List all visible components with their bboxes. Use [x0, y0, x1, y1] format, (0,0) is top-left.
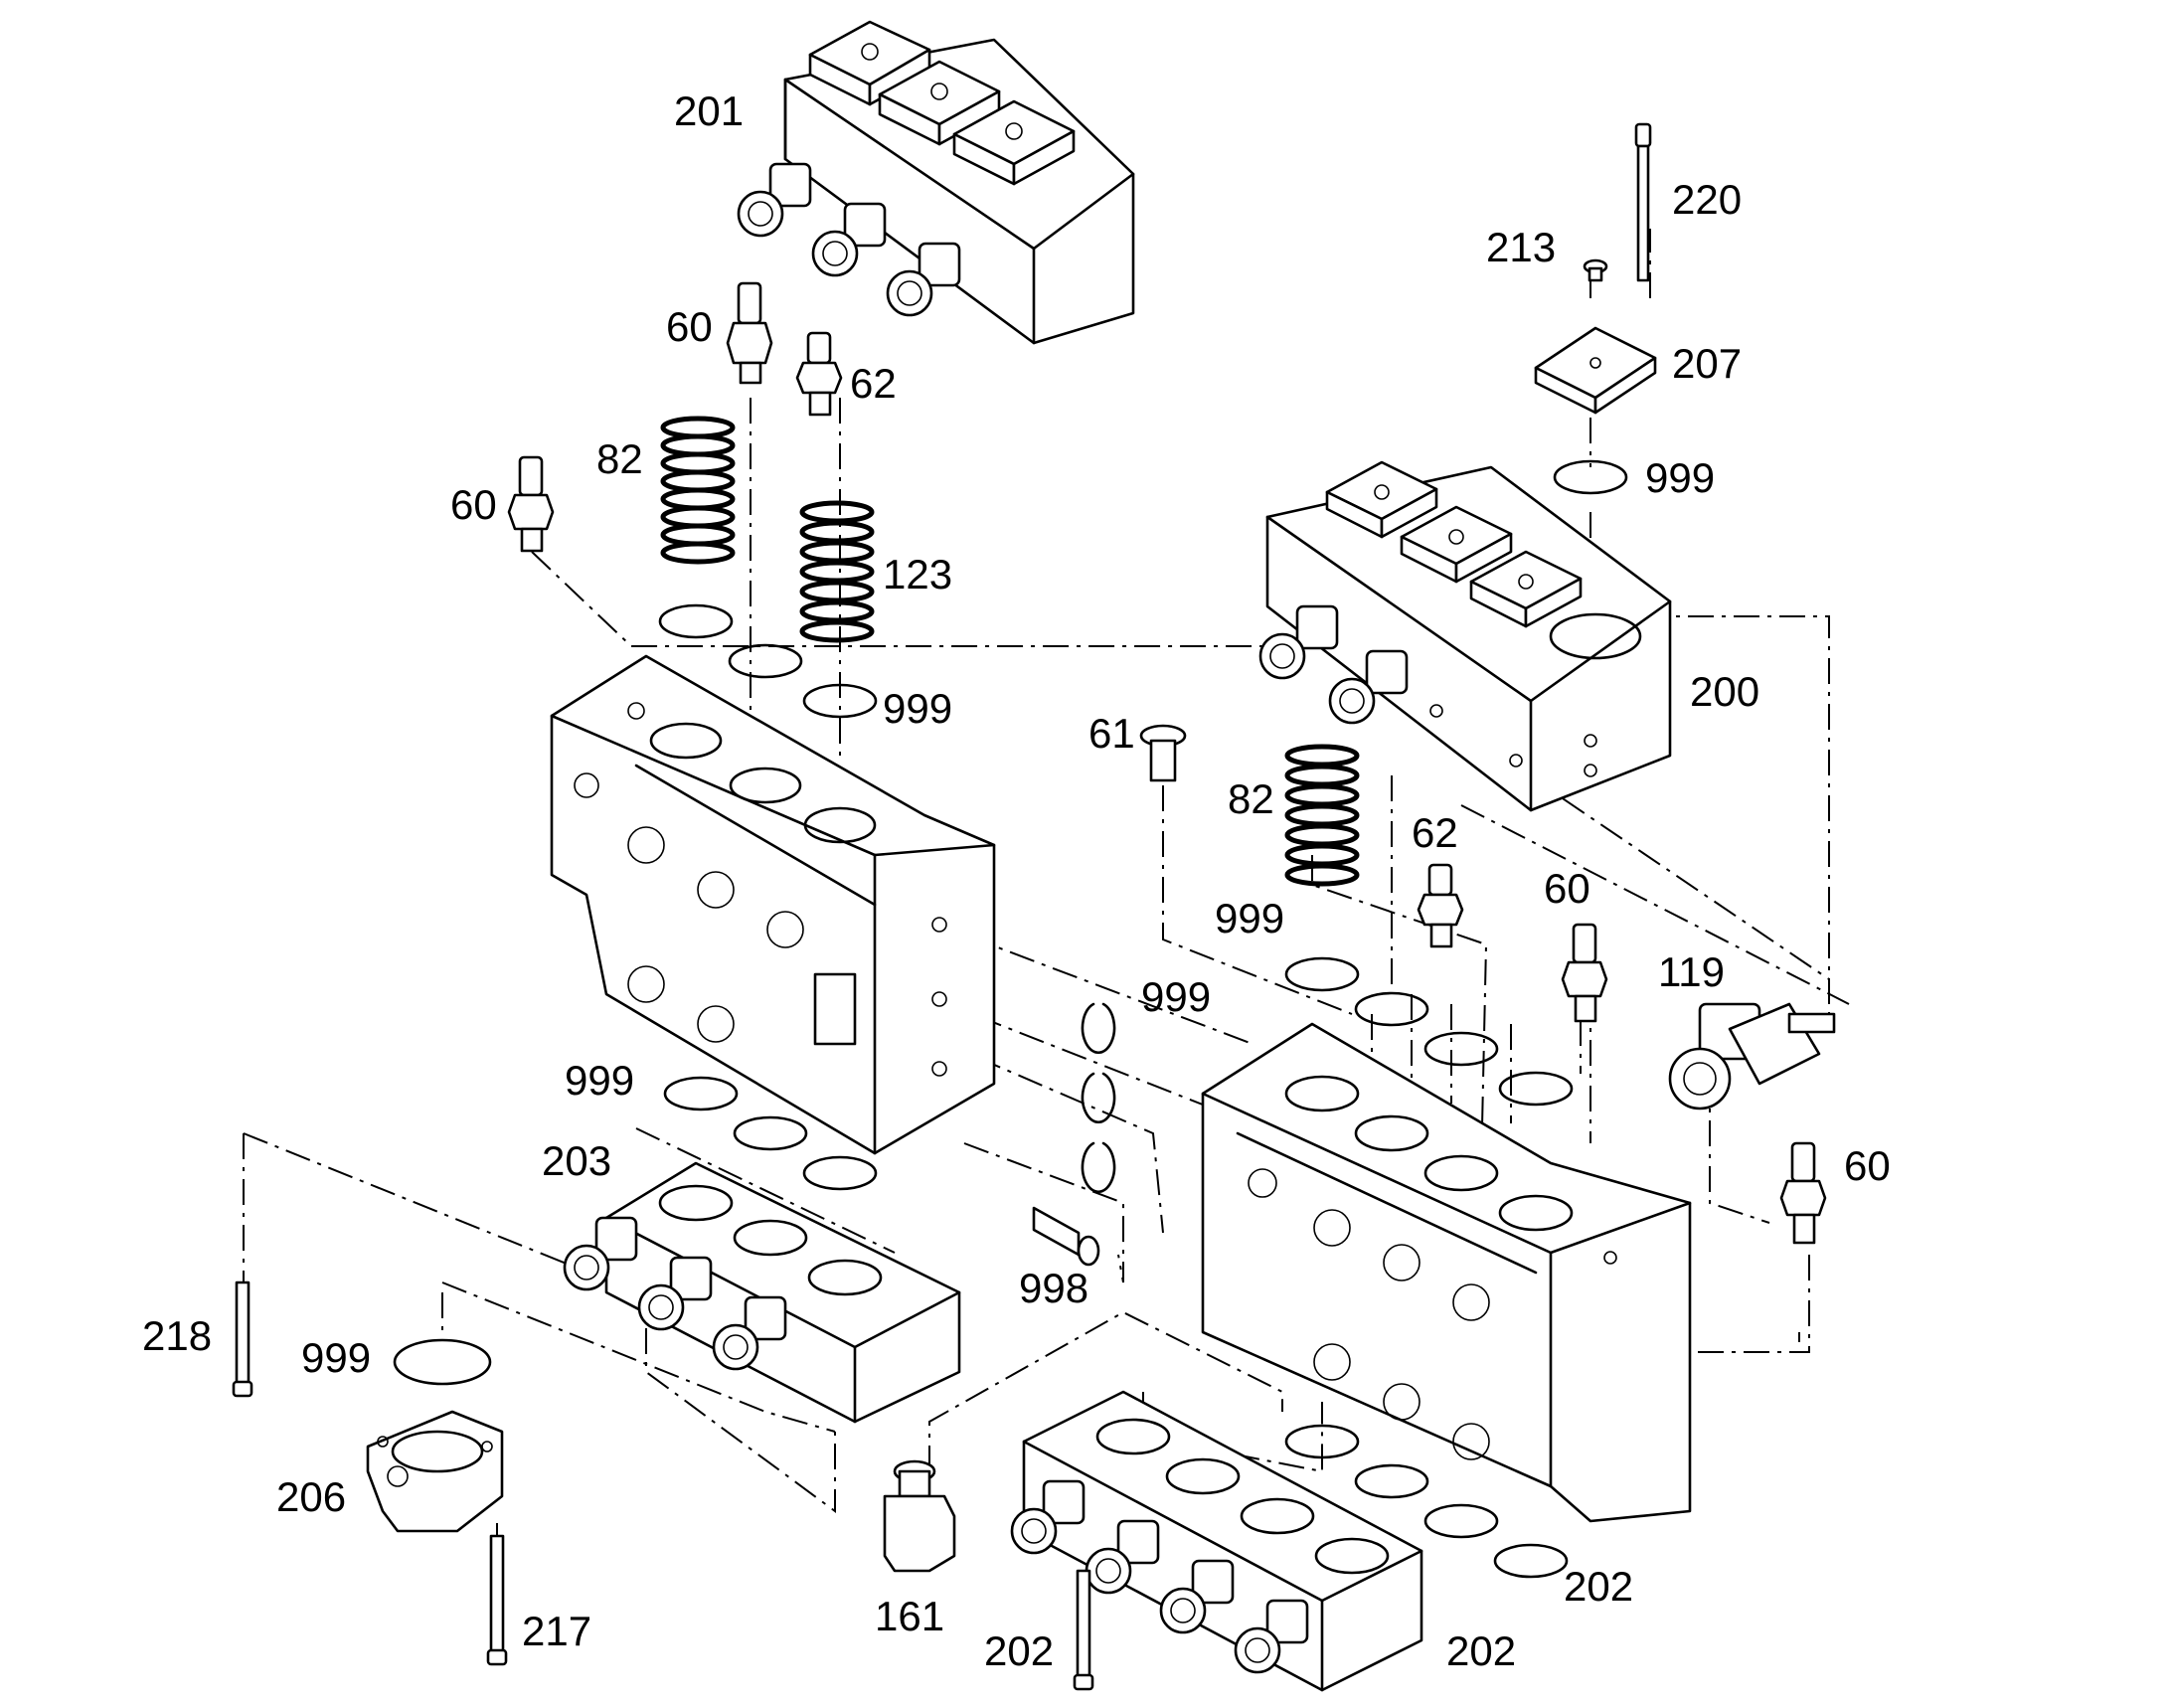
part-119-solenoid	[1668, 1002, 1836, 1110]
part-82-spring	[1284, 744, 1360, 887]
callout-999: 999	[1141, 973, 1211, 1020]
o-ring	[1553, 459, 1628, 495]
part-82-spring	[660, 416, 736, 565]
part-62-fitting	[795, 331, 843, 417]
callout-62: 62	[850, 360, 897, 407]
solenoid-icon	[712, 1295, 787, 1371]
callout-207: 207	[1672, 340, 1742, 387]
solenoid-icon	[1159, 1559, 1235, 1634]
callout-999: 999	[1645, 454, 1715, 501]
callout-218: 218	[142, 1312, 212, 1359]
part-61-plug	[1139, 724, 1187, 782]
part-202-solenoid-block	[1010, 1390, 1423, 1692]
o-ring	[658, 603, 734, 639]
callout-999: 999	[1215, 895, 1284, 941]
part-218-bolt	[232, 1281, 253, 1398]
part-207-cover	[1534, 326, 1657, 415]
part-60-fitting	[1561, 923, 1608, 1023]
callout-161: 161	[875, 1593, 944, 1639]
solenoid-icon	[886, 242, 961, 317]
callout-82: 82	[596, 435, 643, 482]
callout-999: 999	[301, 1334, 371, 1381]
part-60-fitting	[726, 281, 773, 385]
part-213-plug	[1583, 258, 1608, 282]
callout-202: 202	[1446, 1627, 1516, 1674]
part-217-bolt	[486, 1534, 508, 1666]
o-ring	[802, 683, 878, 719]
pilot-cap	[878, 60, 1001, 146]
assembly-centerlines	[243, 229, 1850, 1640]
pilot-cap	[952, 99, 1076, 186]
callout-123: 123	[883, 551, 952, 598]
callout-213: 213	[1486, 224, 1556, 270]
callout-203: 203	[542, 1137, 611, 1184]
callout-labels: 201 220 213 60 62 207 82 999 60 123 999 …	[142, 87, 1891, 1674]
callout-202: 202	[984, 1627, 1054, 1674]
o-ring-group	[393, 956, 1574, 1579]
callout-61: 61	[1088, 710, 1135, 757]
solenoid-icon	[1010, 1479, 1086, 1555]
callout-60: 60	[666, 303, 713, 350]
callout-62: 62	[1412, 809, 1458, 856]
callout-119: 119	[1658, 948, 1725, 995]
solenoid-icon	[811, 202, 887, 277]
callout-60: 60	[450, 481, 497, 528]
part-62-fitting	[1417, 863, 1464, 948]
callout-60: 60	[1844, 1142, 1891, 1189]
part-203-solenoid-block	[563, 1161, 961, 1424]
callout-999: 999	[565, 1057, 634, 1104]
callout-206: 206	[276, 1473, 346, 1520]
callout-217: 217	[522, 1608, 591, 1654]
pilot-cap	[1400, 505, 1513, 584]
solenoid-icon	[1258, 604, 1339, 680]
callout-82: 82	[1228, 775, 1274, 822]
solenoid-icon	[1085, 1519, 1160, 1595]
right-valve-housing	[1201, 1022, 1692, 1523]
callout-201: 201	[674, 87, 744, 134]
callout-202: 202	[1564, 1563, 1633, 1610]
callout-200: 200	[1690, 668, 1759, 715]
part-123-spring	[799, 500, 875, 643]
callout-999: 999	[883, 685, 952, 732]
solenoid-icon	[1234, 1599, 1309, 1674]
part-202-bolt	[1073, 1569, 1094, 1691]
left-valve-housing	[550, 654, 996, 1155]
part-200-solenoid-block	[1258, 460, 1672, 812]
callout-60: 60	[1544, 865, 1590, 912]
part-201-solenoid-block	[737, 20, 1135, 345]
pilot-cap	[1469, 550, 1583, 628]
part-161-plug	[883, 1459, 956, 1573]
pilot-cap	[1325, 460, 1438, 539]
solenoid-icon	[637, 1256, 713, 1331]
part-220-bolt	[1634, 122, 1652, 282]
part-60-fitting	[1779, 1141, 1827, 1245]
solenoid-icon	[737, 162, 812, 238]
part-60-fitting	[507, 455, 555, 553]
solenoid-icon	[1328, 649, 1409, 725]
part-998-tube	[1032, 1206, 1100, 1267]
callout-220: 220	[1672, 176, 1742, 223]
part-206-flange	[366, 1410, 504, 1533]
callout-998: 998	[1019, 1265, 1088, 1311]
o-ring	[728, 643, 803, 679]
solenoid-icon	[563, 1216, 638, 1291]
